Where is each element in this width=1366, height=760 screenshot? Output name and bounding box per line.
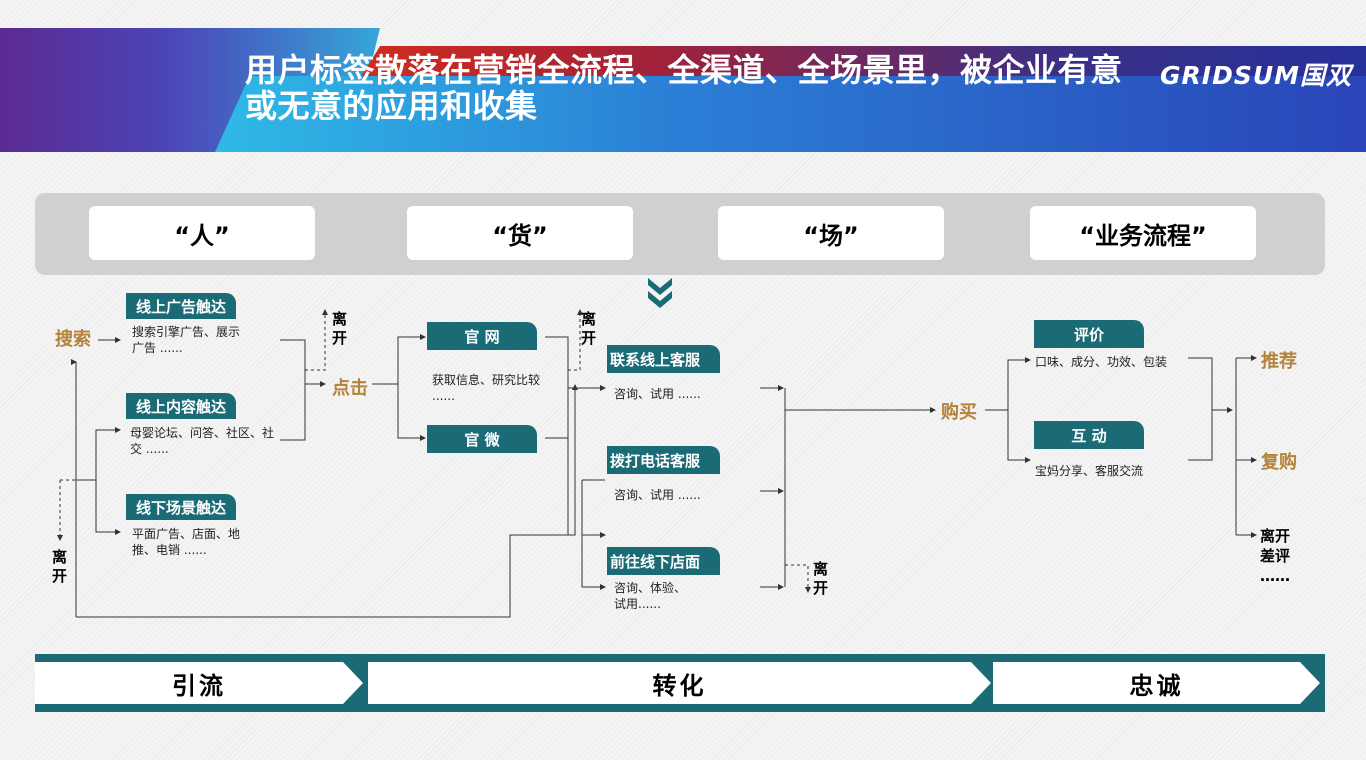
- channel-online-ad: 线上广告触达: [126, 293, 236, 319]
- node-leave-left: 离开: [52, 548, 68, 585]
- loyalty-interact: 互 动: [1034, 421, 1144, 449]
- header-banner: [0, 28, 1366, 152]
- service-phone-cs-desc: 咨询、试用 ......: [614, 488, 701, 502]
- node-bad-review: 差评: [1260, 547, 1291, 565]
- node-recommend: 推荐: [1261, 351, 1297, 372]
- site-official-website: 官 网: [427, 322, 537, 350]
- channel-online-content-desc: 母婴论坛、问答、社区、社交 ......: [130, 426, 275, 456]
- channel-offline-scene-desc: 平面广告、店面、地推、电销 ......: [132, 527, 241, 557]
- service-online-cs: 联系线上客服: [607, 345, 720, 373]
- node-ellipsis: ……: [1260, 567, 1290, 585]
- channel-offline-scene: 线下场景触达: [126, 494, 236, 520]
- loyalty-interact-desc: 宝妈分享、客服交流: [1035, 464, 1144, 478]
- stage-conversion: 转化: [368, 662, 991, 704]
- site-desc: 获取信息、研究比较 ......: [432, 373, 541, 403]
- category-business-process: “业务流程”: [1030, 206, 1256, 260]
- slide-title: 用户标签散落在营销全流程、全渠道、全场景里，被企业有意或无意的应用和收集: [245, 51, 1123, 125]
- stage-bar: 引流 转化 忠诚: [35, 654, 1325, 712]
- site-official-weibo: 官 微: [427, 425, 537, 453]
- node-leave-after-service: 离开: [813, 560, 829, 597]
- stage-loyalty: 忠诚: [993, 662, 1320, 704]
- loyalty-review-desc: 口味、成分、功效、包装: [1035, 355, 1168, 369]
- category-place: “场”: [718, 206, 944, 260]
- service-phone-cs: 拨打电话客服: [607, 446, 720, 474]
- stage-acquisition: 引流: [35, 662, 363, 704]
- node-click: 点击: [332, 378, 368, 399]
- node-leave-end: 离开: [1260, 527, 1291, 545]
- gridsum-logo: GRIDSUM国双: [1160, 61, 1353, 90]
- node-buy: 购买: [941, 402, 977, 423]
- node-repurchase: 复购: [1261, 452, 1297, 473]
- service-offline-store-desc: 咨询、体验、试用......: [614, 581, 687, 611]
- category-goods: “货”: [407, 206, 633, 260]
- service-online-cs-desc: 咨询、试用 ......: [614, 387, 701, 401]
- double-chevron-down-icon: [648, 278, 672, 308]
- loyalty-review: 评价: [1034, 320, 1144, 348]
- node-search: 搜索: [55, 329, 91, 350]
- category-band: “人” “货” “场” “业务流程”: [35, 193, 1325, 275]
- category-people: “人”: [89, 206, 315, 260]
- node-leave-after-channels: 离开: [332, 310, 348, 347]
- banner-red-stripe: [360, 46, 1366, 78]
- channel-online-content: 线上内容触达: [126, 393, 236, 419]
- node-leave-after-sites: 离开: [581, 310, 597, 347]
- banner-blue-stripe: [215, 76, 1366, 152]
- service-offline-store: 前往线下店面: [607, 547, 720, 575]
- channel-online-ad-desc: 搜索引擎广告、展示广告 ......: [132, 325, 241, 355]
